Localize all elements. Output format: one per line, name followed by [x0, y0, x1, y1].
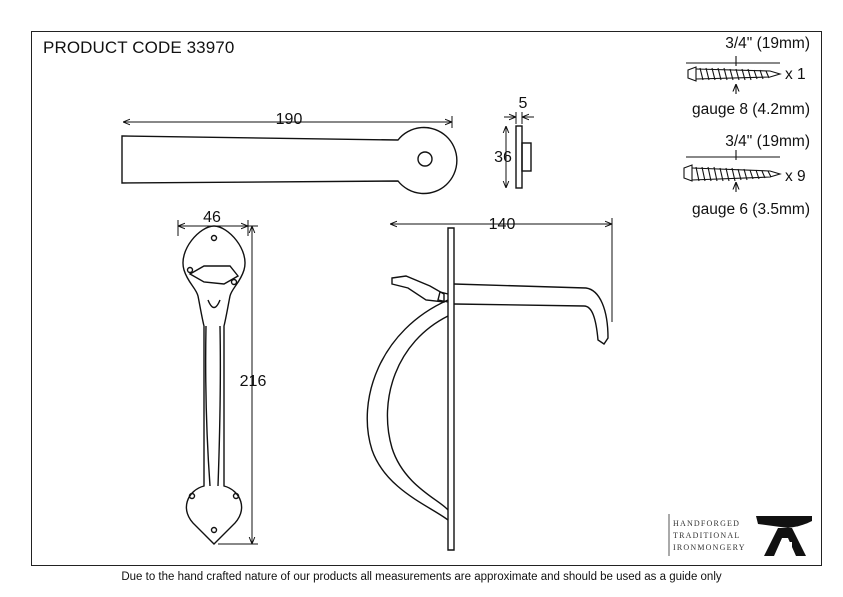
latch-length-dimension: [390, 218, 613, 322]
logo-line-3: IRONMONGERY: [673, 543, 746, 552]
leaf-drawing: [121, 126, 458, 195]
handle-height-label: 216: [240, 373, 267, 390]
latch-side-drawing: [366, 227, 609, 551]
screw-2-length: 3/4" (19mm): [725, 133, 810, 150]
leaf-thickness-label: 5: [519, 95, 528, 112]
leaf-height-label: 36: [494, 149, 512, 166]
leaf-thickness-dimension: [504, 112, 534, 124]
logo-line-2: TRADITIONAL: [673, 531, 740, 540]
anvil-icon: [756, 516, 812, 556]
handle-height-dimension: [218, 225, 258, 545]
product-code-title: PRODUCT CODE 33970: [43, 38, 235, 57]
logo-line-1: HANDFORGED: [673, 519, 740, 528]
disclaimer-footer: Due to the hand crafted nature of our pr…: [121, 571, 722, 583]
screw-1-quantity: x 1: [785, 66, 806, 83]
screw-1-gauge: gauge 8 (4.2mm): [692, 101, 810, 118]
latch-length-label: 140: [489, 216, 516, 233]
screw-2-quantity: x 9: [785, 168, 806, 185]
screw-1-drawing: [686, 56, 782, 94]
screw-1-length: 3/4" (19mm): [725, 35, 810, 52]
handle-width-label: 46: [203, 209, 221, 226]
company-logo: HANDFORGED TRADITIONAL IRONMONGERY: [668, 514, 812, 556]
handle-drawing: [182, 225, 246, 545]
leaf-length-dimension: [123, 116, 453, 128]
leaf-length-label: 190: [276, 111, 303, 128]
leaf-side-drawing: [515, 125, 532, 189]
drawing-frame: [31, 31, 822, 566]
screw-2-drawing: [683, 150, 782, 192]
screw-2-gauge: gauge 6 (3.5mm): [692, 201, 810, 218]
